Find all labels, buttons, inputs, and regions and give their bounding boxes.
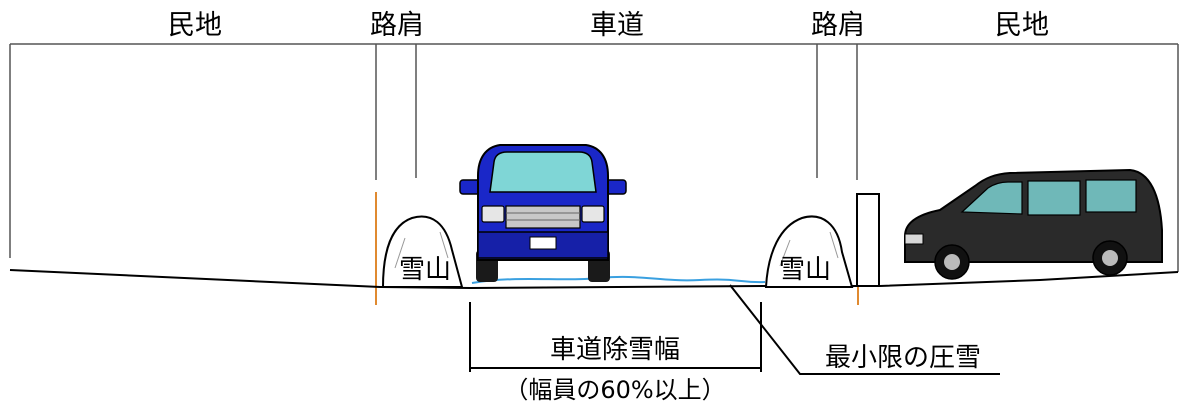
boundary-post [856, 193, 880, 287]
front-van [459, 144, 627, 282]
roadway-label: 車道 [590, 10, 644, 41]
packed-snow-label: 最小限の圧雪 [825, 343, 981, 373]
snow-pile-right-label: 雪山 [779, 255, 831, 285]
snow-pile-left [381, 215, 464, 288]
private-land-right-label: 民地 [995, 10, 1049, 41]
private-land-left-label: 民地 [168, 10, 222, 41]
clear-width-note: （幅員の60%以上） [504, 376, 725, 404]
clear-width-label: 車道除雪幅 [550, 335, 680, 365]
packed-snow-leader [729, 284, 1000, 375]
rear-van [904, 168, 1163, 280]
packed-snow-line [471, 275, 766, 284]
snow-pile-left-label: 雪山 [399, 255, 451, 285]
shoulder-right-label: 路肩 [811, 10, 865, 41]
shoulder-left-label: 路肩 [370, 10, 424, 41]
clear-width-bracket [469, 302, 762, 372]
header-dimension-lines [9, 43, 1179, 272]
snow-pile-right [764, 215, 854, 288]
